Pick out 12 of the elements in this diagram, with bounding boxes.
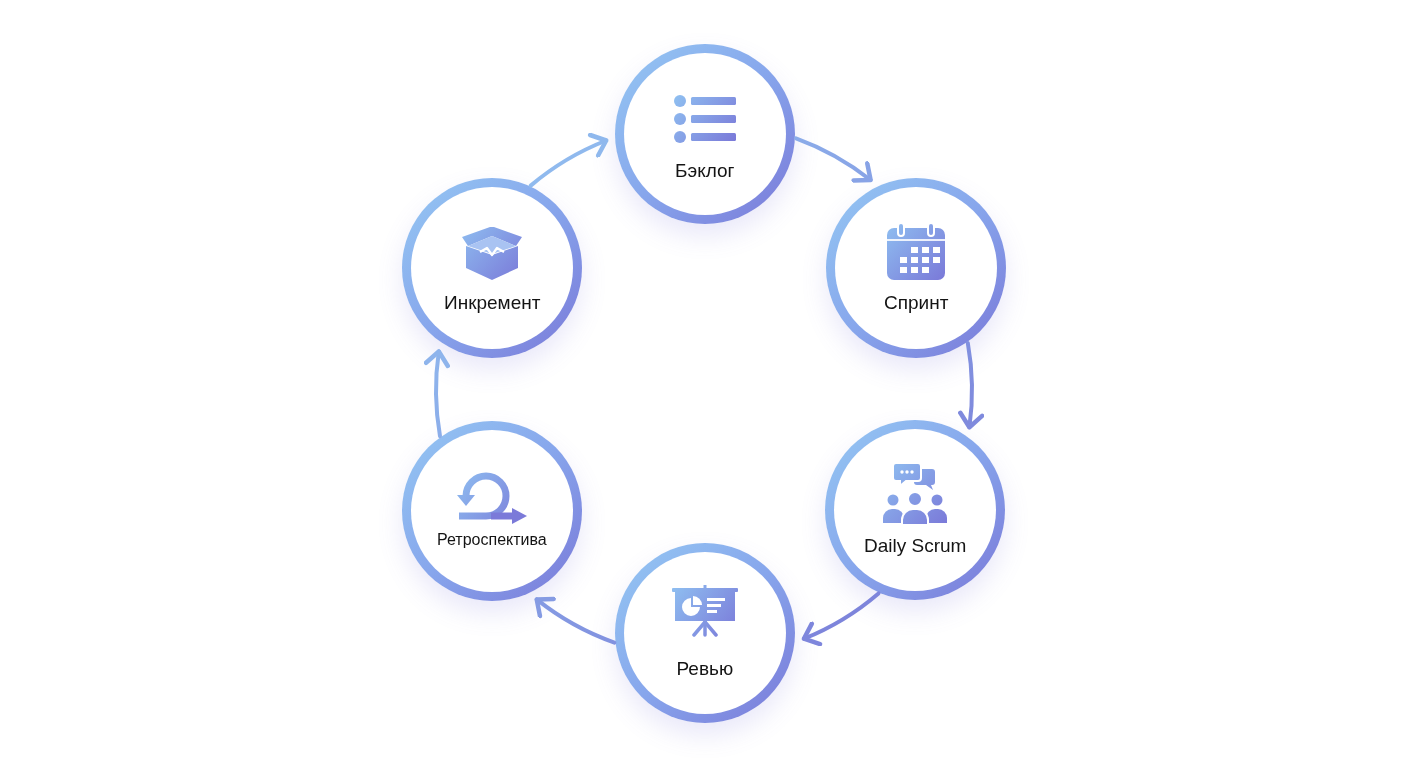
arrow [528, 133, 609, 188]
arrow [801, 591, 881, 646]
arrow [534, 595, 617, 645]
step-label: Ретроспектива [437, 530, 547, 550]
arrow [957, 340, 984, 430]
step-label: Инкремент [444, 291, 541, 315]
arrow [424, 349, 451, 439]
step-label: Ревью [676, 657, 734, 681]
step-label: Daily Scrum [864, 534, 967, 558]
arrow [794, 136, 873, 184]
step-label: Бэклог [675, 159, 735, 183]
step-label: Спринт [884, 291, 949, 315]
